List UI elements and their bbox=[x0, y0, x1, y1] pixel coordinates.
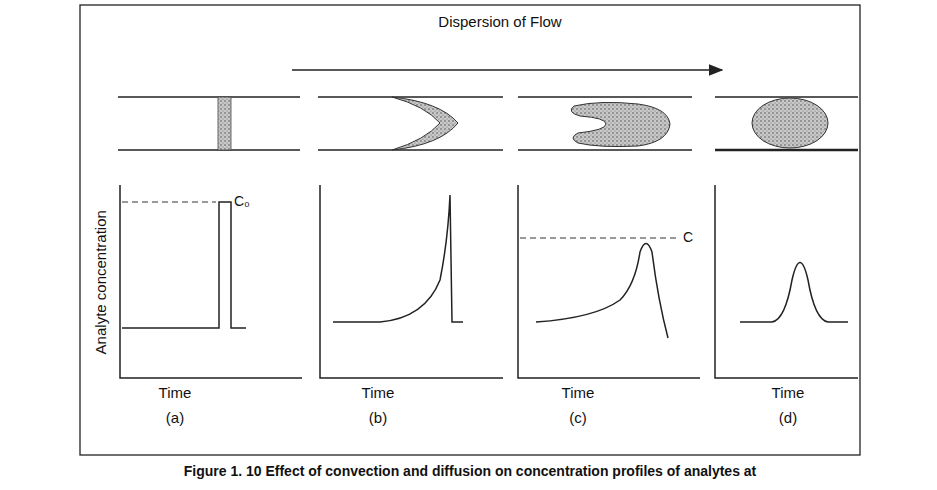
axis-label: Time bbox=[772, 385, 805, 402]
panel-label: (a) bbox=[166, 410, 184, 427]
figure-caption: Figure 1. 10 Effect of convection and di… bbox=[184, 464, 757, 479]
analyte-dispersed bbox=[752, 98, 828, 148]
level-label: C₀ bbox=[234, 194, 250, 209]
panel-label: (b) bbox=[369, 410, 387, 427]
panel-label: (d) bbox=[779, 410, 797, 427]
concentration-profiles bbox=[122, 195, 848, 338]
c-level bbox=[520, 238, 680, 239]
frame bbox=[80, 5, 860, 455]
flow-arrow bbox=[292, 69, 722, 71]
axis-label: Time bbox=[159, 385, 192, 402]
tube-walls bbox=[118, 97, 858, 150]
heading: Dispersion of Flow bbox=[438, 14, 561, 31]
axis-label: Time bbox=[362, 385, 395, 402]
c0-level bbox=[122, 202, 216, 203]
axis-label: Time bbox=[562, 385, 595, 402]
axes bbox=[120, 185, 858, 378]
axis-label: Analyte concentration bbox=[93, 210, 110, 354]
analyte-mixed bbox=[571, 102, 670, 146]
analyte-plug bbox=[218, 97, 231, 150]
panel-label: (c) bbox=[569, 410, 587, 427]
analyte-parabolic bbox=[392, 97, 458, 150]
level-label: C bbox=[683, 230, 693, 245]
